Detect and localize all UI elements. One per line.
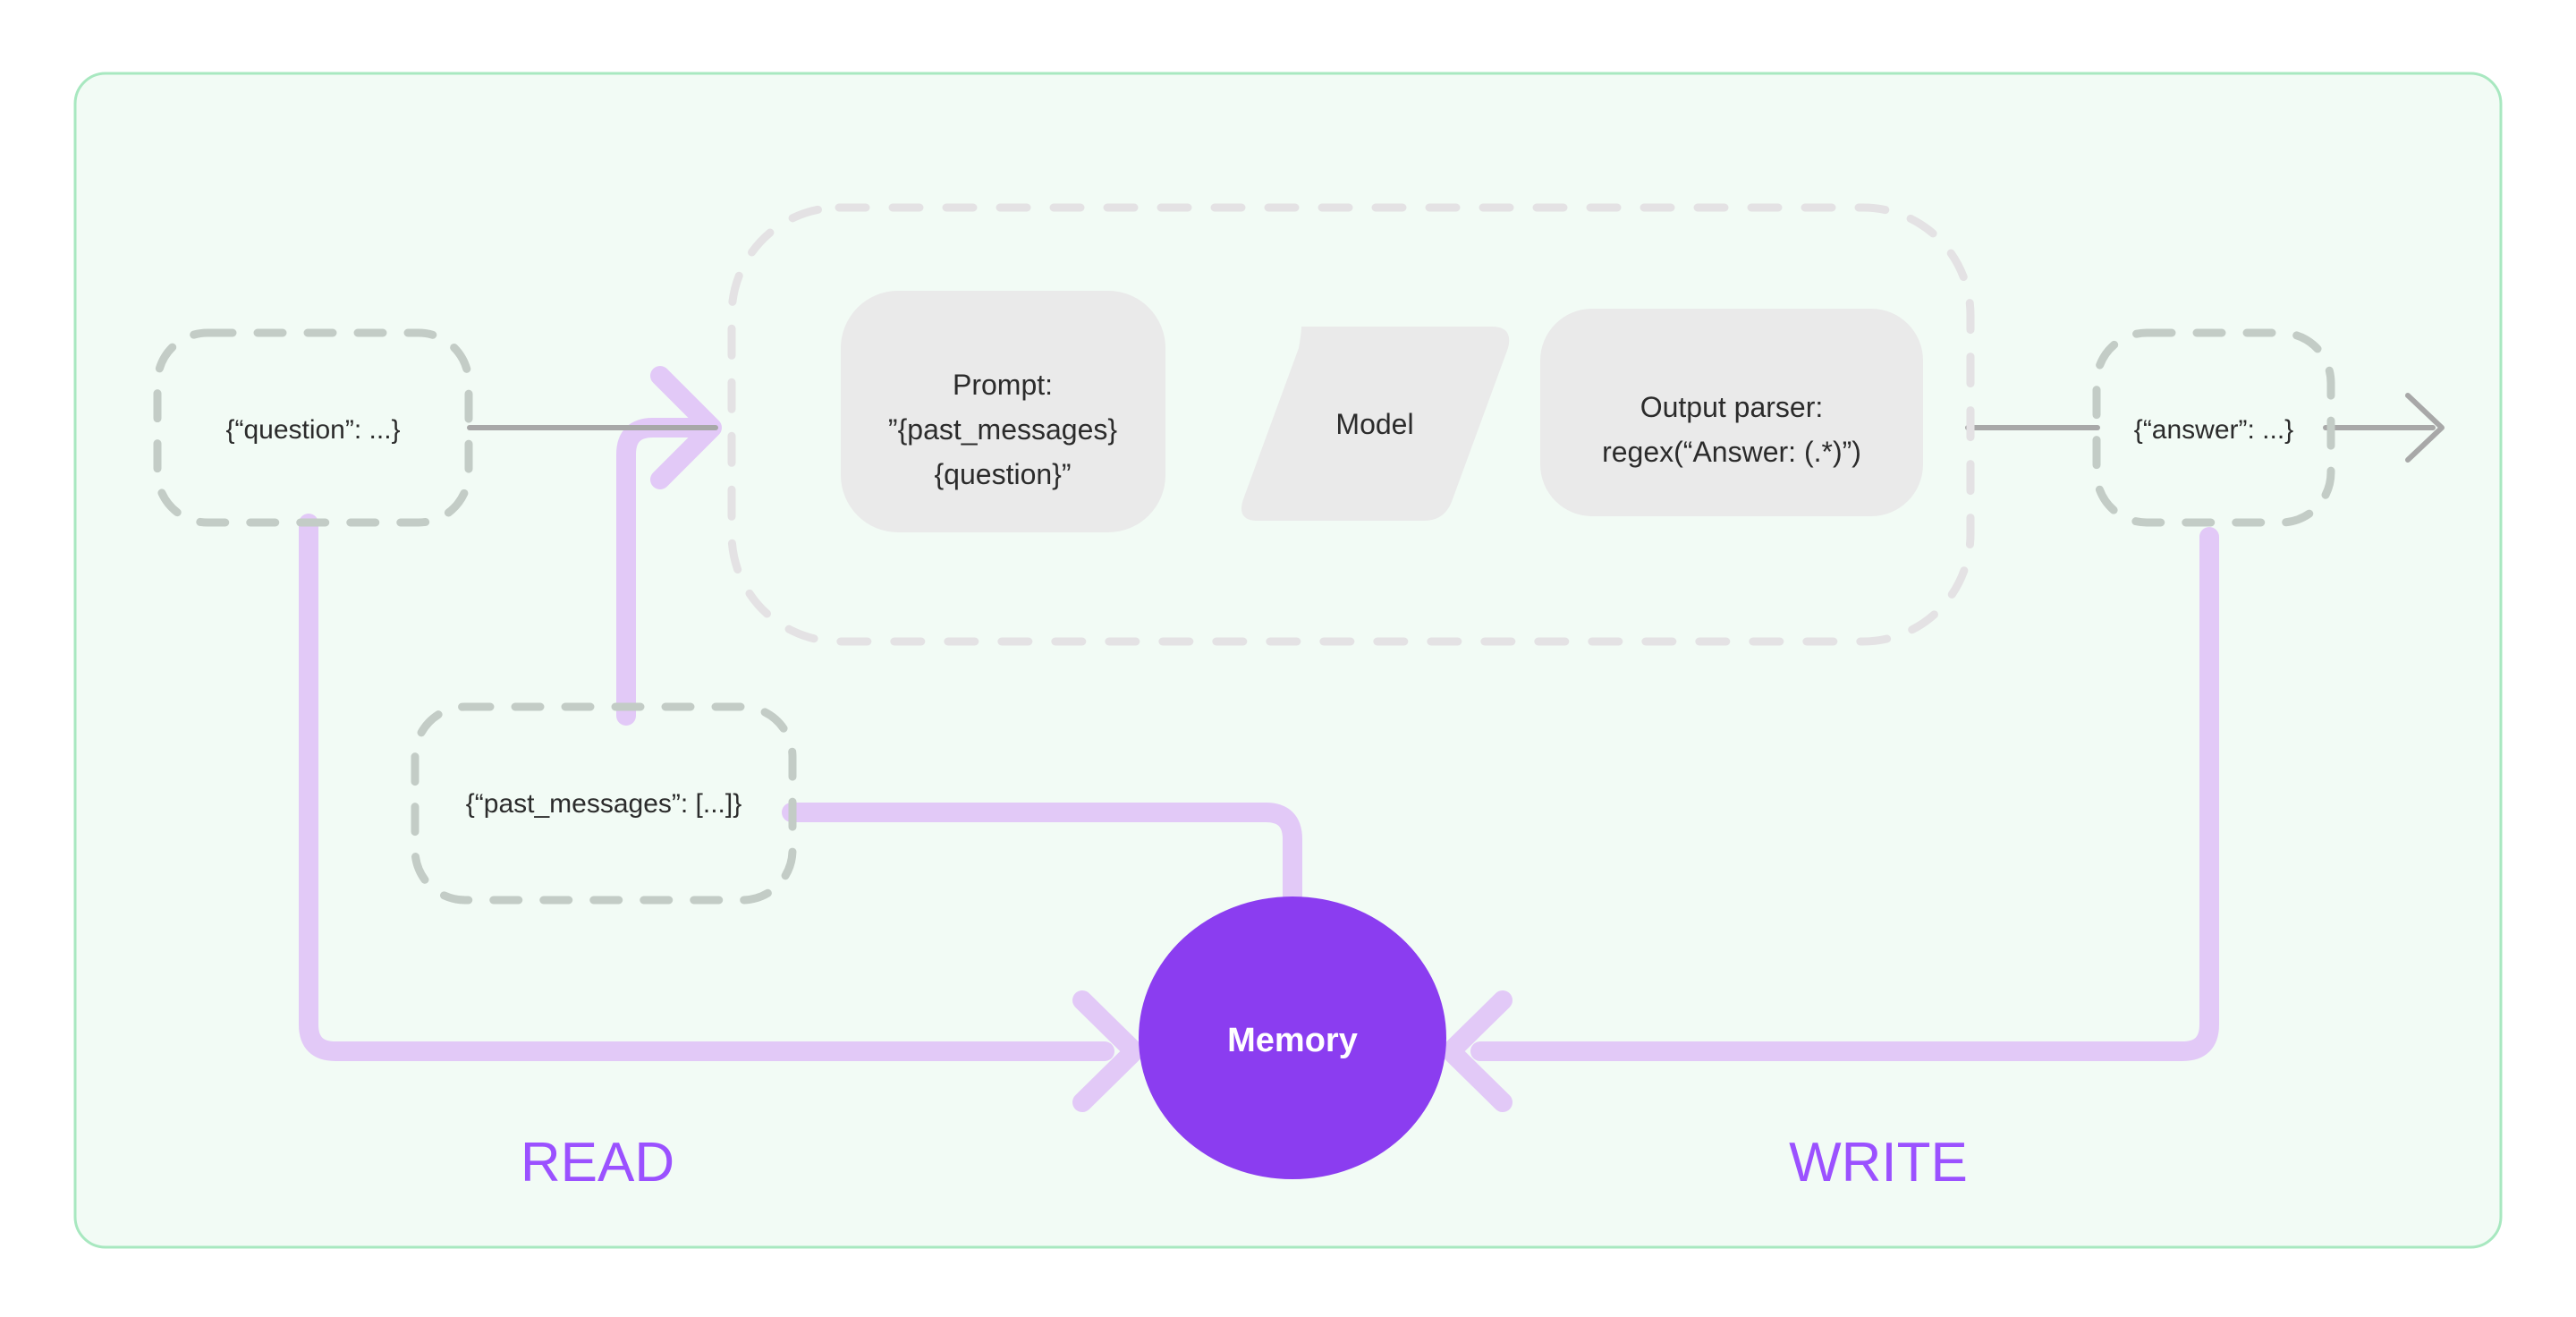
block-prompt-line-1: Prompt: [953,369,1053,401]
block-model-label: Model [1335,408,1413,440]
edge-past-messages-to-memory [782,803,1302,924]
block-output-parser[interactable] [1540,309,1923,516]
node-answer[interactable] [2092,328,2335,527]
arrowhead-read-into-memory [1072,990,1144,1112]
memory-label: Memory [1227,1022,1358,1059]
block-prompt-line-2: ”{past_messages} [888,413,1117,446]
node-past-messages[interactable] [411,702,797,905]
node-answer-label: {“answer”: ...} [2134,415,2293,445]
node-question[interactable] [153,328,473,527]
read-label: READ [521,1132,674,1194]
arrowhead-write-into-memory [1441,990,1513,1112]
block-output-parser-line-1: Output parser: [1640,391,1824,423]
edge-answer-to-memory [1470,527,2219,1061]
node-past-messages-label: {“past_messages”: [...]} [466,789,741,819]
block-prompt-line-3: {question}” [934,458,1071,490]
block-prompt[interactable] [841,291,1165,532]
pipeline-container [727,203,1975,646]
block-output-parser-line-2: regex(“Answer: (.*)”) [1602,436,1861,468]
write-label: WRITE [1789,1132,1968,1194]
block-model[interactable] [1241,327,1510,521]
node-question-label: {“question”: ...} [225,415,400,445]
memory-node[interactable] [1139,896,1446,1179]
edge-question-to-memory [299,514,1114,1061]
arrowhead-output [2405,393,2445,463]
